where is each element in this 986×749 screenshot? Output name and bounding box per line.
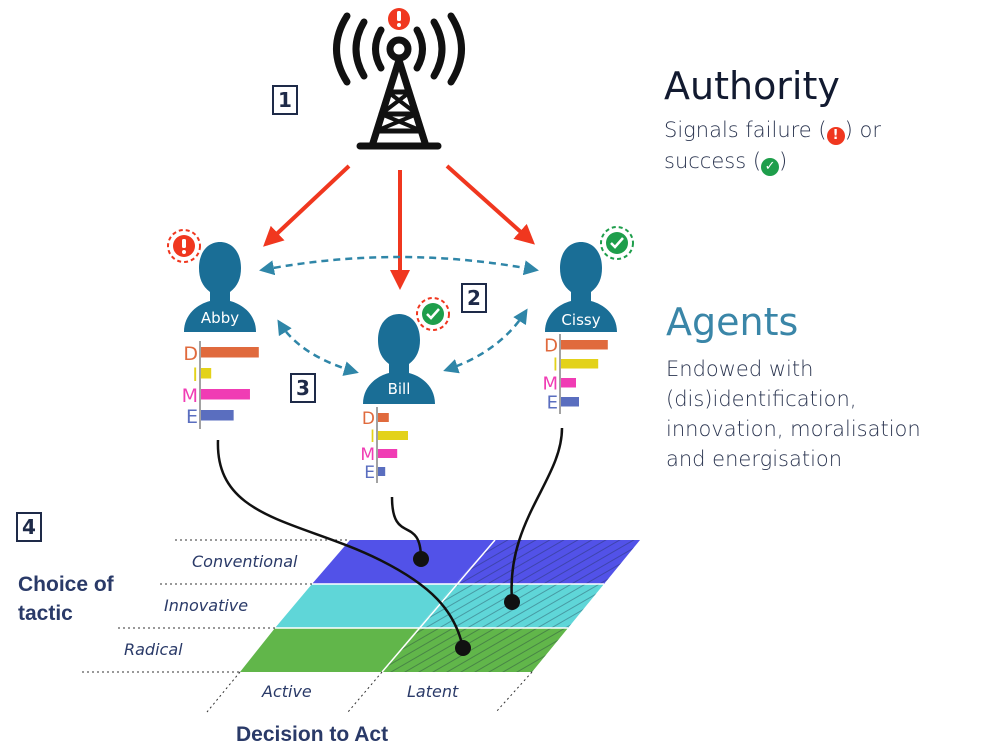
dime-bar-d [378,413,389,422]
dime-letter-i: I [192,364,198,386]
tactic-label-innovative: Innovative [164,596,248,615]
choice-axis-title-line2: tactic [18,602,73,625]
agent-cissy: Cissy [545,242,617,332]
dime-letter-e: E [364,463,375,483]
step-label-2: 2 [461,283,487,313]
bill-success-icon [416,297,450,331]
dime-letter-d: D [544,336,558,357]
tactic-label-conventional: Conventional [192,552,298,571]
agents-description: Endowed with (dis)identification, innova… [666,354,986,474]
dime-letter-e: E [547,393,558,414]
dime-bar-e [561,397,579,407]
cell-innovative-active [275,584,455,628]
agents-description-line: (dis)identification, [666,387,857,411]
agents-heading: Agents [666,300,799,344]
dime-letter-m: M [182,385,198,407]
tower-failure-icon [388,8,410,30]
arrow-to-cissy [445,164,535,245]
step-label-3: 3 [290,373,316,403]
grid-guides [82,539,533,713]
agent-name-bill: Bill [388,380,411,398]
dime-letter-m: M [542,374,558,395]
agents-description-line: and energisation [666,447,843,471]
agent-connectors [216,427,564,649]
dime-bar-d [561,340,608,350]
dime-letter-m: M [360,445,375,465]
step-label-1: 1 [272,85,298,115]
tactic-label-radical: Radical [124,640,183,659]
dime-bar-m [378,449,398,458]
dime-bar-m [561,378,576,388]
cell-radical-active [240,628,418,672]
svg-text:2: 2 [467,286,481,310]
dime-letter-e: E [186,406,198,428]
dime-letter-d: D [183,343,198,365]
check-circle-icon: ✓ [761,158,780,176]
dime-letter-i: I [370,427,375,447]
svg-text:1: 1 [278,88,292,112]
dime-bar-i [561,359,599,369]
choice-points [413,551,520,656]
peer-arrow-abby-bill [277,319,359,376]
dime-bar-i [378,431,408,440]
svg-text:4: 4 [22,515,36,539]
peer-arrow-cissy-bill [443,308,528,374]
agent-abby: Abby [184,242,256,332]
dime-letter-i: I [553,355,558,376]
dime-bar-d [201,347,259,358]
choice-axis-title-line1: Choice of [18,573,115,596]
dime-bar-e [378,467,386,476]
abby-failure-icon [167,229,201,263]
decision-axis-title: Decision to Act [236,723,388,746]
dime-letter-d: D [362,409,375,429]
authority-description: Signals failure (!) or success (✓) [664,118,881,176]
tactic-grid [240,539,640,673]
dime-bar-e [201,410,234,421]
agents-description-line: Endowed with [666,357,814,381]
svg-text:3: 3 [296,376,310,400]
peer-arrow-abby-cissy [259,255,539,276]
decision-label-active: Active [261,682,312,701]
step-label-4: 4 [16,512,42,542]
peer-arrows [259,255,539,376]
authority-tower-icon [333,12,465,150]
dime-bar-i [201,368,212,379]
agent-name-abby: Abby [201,309,239,327]
decision-label-latent: Latent [407,682,459,701]
exclamation-circle-icon: ! [826,127,845,145]
authority-heading: Authority [664,64,840,108]
agent-name-cissy: Cissy [561,311,600,329]
authority-arrows [263,164,535,290]
cissy-success-icon [600,226,634,260]
dime-bar-m [201,389,250,400]
arrow-to-abby [263,164,351,247]
agent-bill: Bill [363,314,435,404]
agents-description-line: innovation, moralisation [666,417,921,441]
